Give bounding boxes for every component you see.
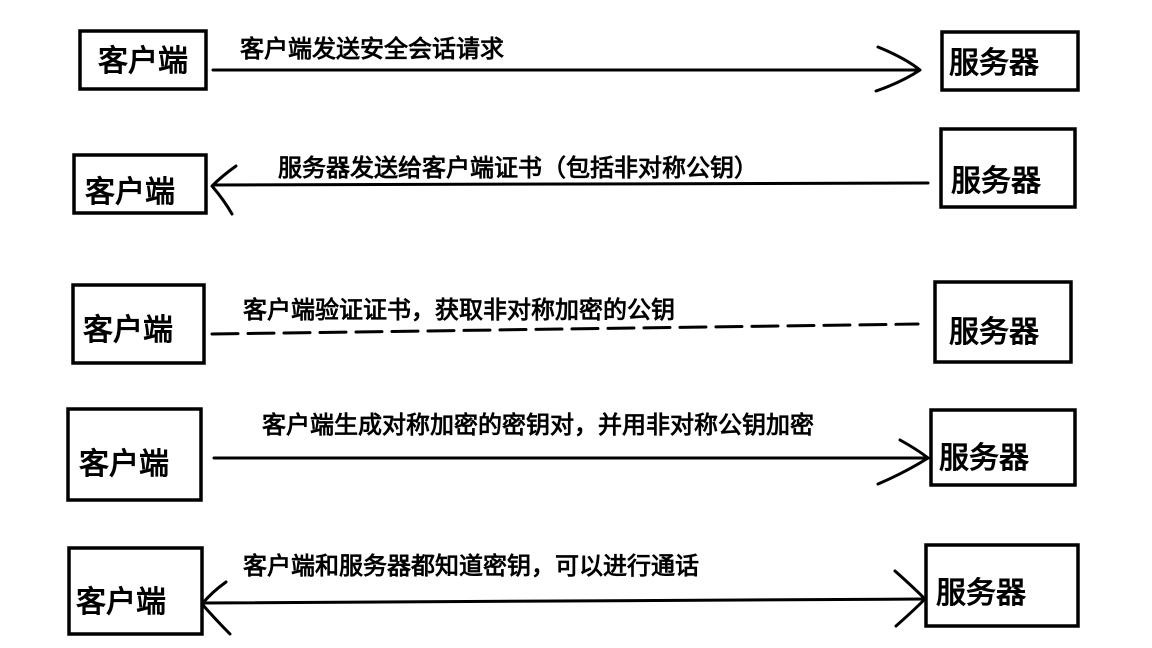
step-5: 客户端 服务器 客户端和服务器都知道密钥，可以进行通话 [67,543,1080,636]
server-box-1 [940,30,1080,92]
message-2: 服务器发送给客户端证书（包括非对称公钥） [278,154,758,182]
client-box-4 [66,407,203,502]
client-label-1: 客户端 [98,44,188,79]
server-box-5 [924,543,1080,628]
client-box-2 [72,153,208,215]
client-label-3: 客户端 [83,313,173,348]
step-4: 客户端 服务器 客户端生成对称加密的密钥对，并用非对称公钥加密 [66,407,1077,502]
step-2: 客户端 服务器 服务器发送给客户端证书（包括非对称公钥） [72,127,1077,216]
client-label-5: 客户端 [76,585,166,620]
server-label-5: 服务器 [936,576,1027,611]
server-box-4 [929,408,1077,487]
message-3: 客户端验证证书，获取非对称加密的公钥 [243,296,675,324]
arrow-line-5 [201,597,926,605]
arrowhead-right-5 [893,569,927,628]
client-box-3 [71,283,206,365]
client-box-1 [78,29,208,91]
message-1: 客户端发送安全会话请求 [240,35,504,63]
client-label-4: 客户端 [79,447,169,482]
arrowhead-left-2 [210,164,238,216]
step-3: 客户端 服务器 客户端验证证书，获取非对称加密的公钥 [71,280,1073,365]
server-label-1: 服务器 [949,46,1040,81]
step-1: 客户端 服务器 客户端发送安全会话请求 [78,29,1080,93]
arrowhead-right-1 [874,45,922,93]
arrowhead-right-4 [876,438,930,486]
arrow-line-2 [212,181,930,187]
server-label-4: 服务器 [939,441,1030,476]
server-box-2 [939,127,1077,209]
server-label-3: 服务器 [949,315,1040,350]
message-4: 客户端生成对称加密的密钥对，并用非对称公钥加密 [262,411,814,439]
client-label-2: 客户端 [85,175,175,210]
server-label-2: 服务器 [951,164,1042,199]
server-box-3 [933,280,1073,364]
client-box-5 [67,546,204,636]
dashed-line-3 [210,322,920,336]
arrowhead-left-5 [200,580,232,636]
message-5: 客户端和服务器都知道密钥，可以进行通话 [243,552,699,580]
